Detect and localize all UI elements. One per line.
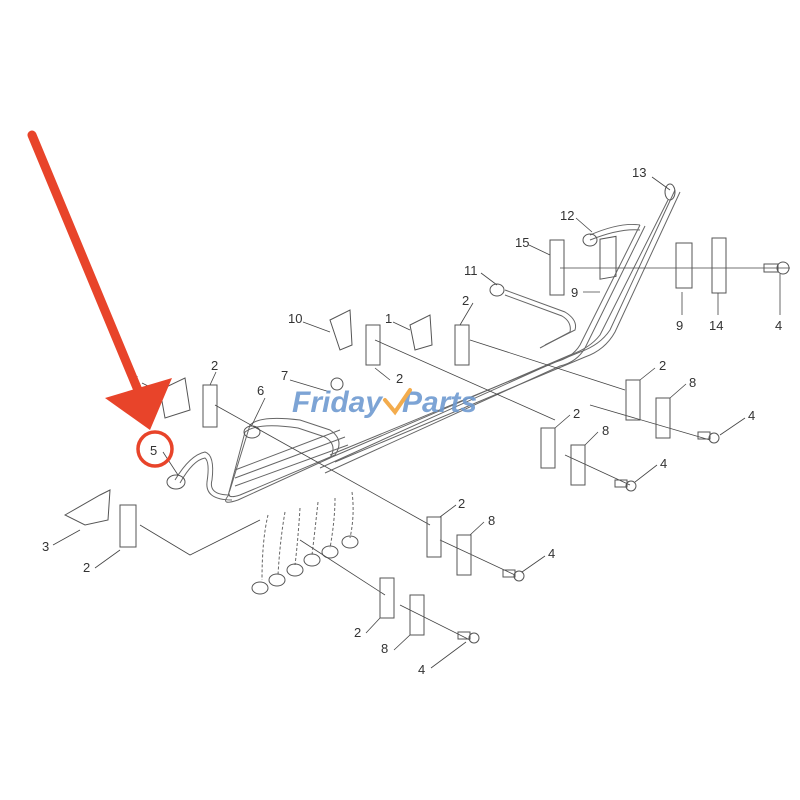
callout-11: 11	[464, 263, 478, 278]
callout-8: 8	[381, 641, 388, 656]
highlight-arrow	[27, 130, 172, 430]
callout-8: 8	[488, 513, 495, 528]
callout-15: 15	[515, 235, 529, 250]
brackets	[63, 235, 790, 644]
watermark-parts: Parts	[402, 386, 477, 419]
callout-5: 5	[150, 443, 157, 458]
callout-4: 4	[660, 456, 667, 471]
callout-2: 2	[462, 293, 469, 308]
callout-4: 4	[548, 546, 555, 561]
watermark-friday: Friday	[292, 386, 383, 419]
callout-10: 10	[288, 311, 302, 326]
callout-6: 6	[257, 383, 264, 398]
callout-4: 4	[418, 662, 425, 677]
callout-8: 8	[602, 423, 609, 438]
callout-2: 2	[211, 358, 218, 373]
callout-9: 9	[676, 318, 683, 333]
bolt-icon	[457, 431, 720, 644]
callout-14: 14	[709, 318, 723, 333]
fuel-pipe-bundle	[166, 183, 681, 595]
callout-3: 3	[42, 539, 49, 554]
callout-labels: 13 12 15 11 2 9 9 14 4 10 1 2 7 6 1 2 2 …	[42, 165, 782, 677]
callout-9: 9	[571, 285, 578, 300]
callout-leaders	[52, 176, 781, 669]
highlight-circle	[136, 430, 174, 468]
arrow-head-icon	[105, 378, 172, 430]
callout-2: 2	[659, 358, 666, 373]
callout-2: 2	[83, 560, 90, 575]
callout-4: 4	[748, 408, 755, 423]
callout-8: 8	[689, 375, 696, 390]
watermark-logo: Friday Parts	[292, 386, 477, 419]
watermark-check-icon	[383, 388, 412, 416]
assembly-lines	[139, 267, 790, 641]
callout-4: 4	[775, 318, 782, 333]
callout-2: 2	[396, 371, 403, 386]
callout-13: 13	[632, 165, 646, 180]
callout-2: 2	[354, 625, 361, 640]
callout-1: 1	[385, 311, 392, 326]
callout-12: 12	[560, 208, 574, 223]
callout-2: 2	[458, 496, 465, 511]
arrow-shaft-icon	[27, 130, 145, 400]
callout-2: 2	[573, 406, 580, 421]
callout-7: 7	[281, 368, 288, 383]
